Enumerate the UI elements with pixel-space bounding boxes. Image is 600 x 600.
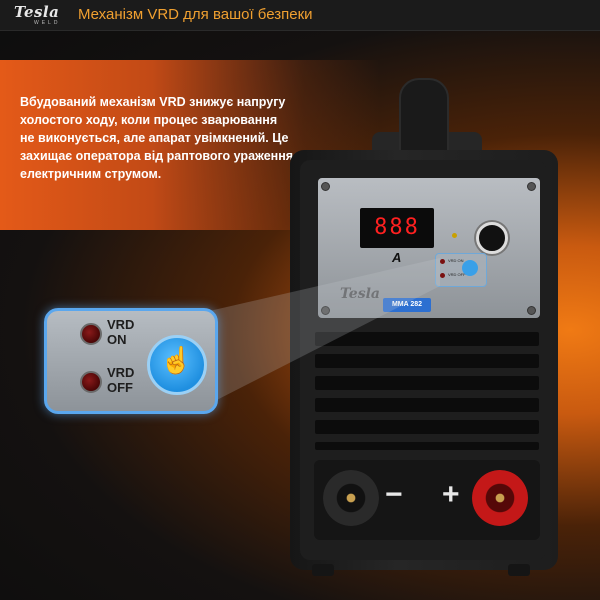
positive-sign: + [442, 478, 460, 511]
feature-description: Вбудований механізм VRD знижує напругу х… [20, 93, 295, 183]
screw-icon [527, 182, 536, 191]
brand-logo-subtext: WELD [34, 20, 61, 26]
screw-icon [527, 306, 536, 315]
current-knob[interactable] [476, 222, 508, 254]
display-unit: A [392, 250, 402, 265]
welder-foot [312, 564, 334, 576]
mini-vrd-on-led-icon [440, 259, 445, 264]
screw-icon [321, 306, 330, 315]
header-bar: Tesla WELD Механізм VRD для вашої безпек… [0, 0, 600, 31]
vrd-callout: VRD ON VRD OFF ☝ [44, 308, 218, 414]
vrd-on-label-line2: ON [107, 332, 127, 347]
vrd-on-led-icon [80, 323, 102, 345]
panel-brand-logo: Tesla [340, 286, 380, 302]
vent-slot [315, 420, 539, 434]
negative-socket[interactable] [323, 470, 379, 526]
power-led-icon [452, 233, 457, 238]
mini-vrd-button[interactable] [462, 260, 478, 276]
positive-socket[interactable] [472, 470, 528, 526]
vrd-off-led-icon [80, 371, 102, 393]
description-lead: Вбудований механізм VRD [20, 95, 186, 109]
current-display: 888 [360, 208, 434, 248]
screw-icon [321, 182, 330, 191]
mini-vrd-on-label: VRD ON [448, 258, 464, 263]
vrd-on-label-line1: VRD [107, 317, 135, 332]
vrd-off-label-line2: OFF [107, 380, 133, 395]
description-body: знижує напругу холостого ходу, коли проц… [20, 95, 294, 181]
mini-vrd-off-label: VRD OFF [448, 272, 466, 277]
brand-logo: Tesla [14, 3, 60, 21]
vrd-toggle-button[interactable] [147, 335, 207, 395]
vent-slot [315, 376, 539, 390]
vent-slot [315, 332, 539, 346]
model-badge: MMA 282 [383, 298, 431, 312]
vrd-off-label-line1: VRD [107, 365, 135, 380]
mini-vrd-off-led-icon [440, 273, 445, 278]
vent-slot [315, 398, 539, 412]
welder-foot [508, 564, 530, 576]
vent-slot [315, 442, 539, 450]
negative-sign: − [385, 478, 403, 511]
pointing-hand-icon: ☝ [160, 345, 193, 375]
mini-vrd-panel: VRD ON VRD OFF [435, 253, 487, 287]
vent-slot [315, 354, 539, 368]
page-title: Механізм VRD для вашої безпеки [78, 6, 313, 23]
